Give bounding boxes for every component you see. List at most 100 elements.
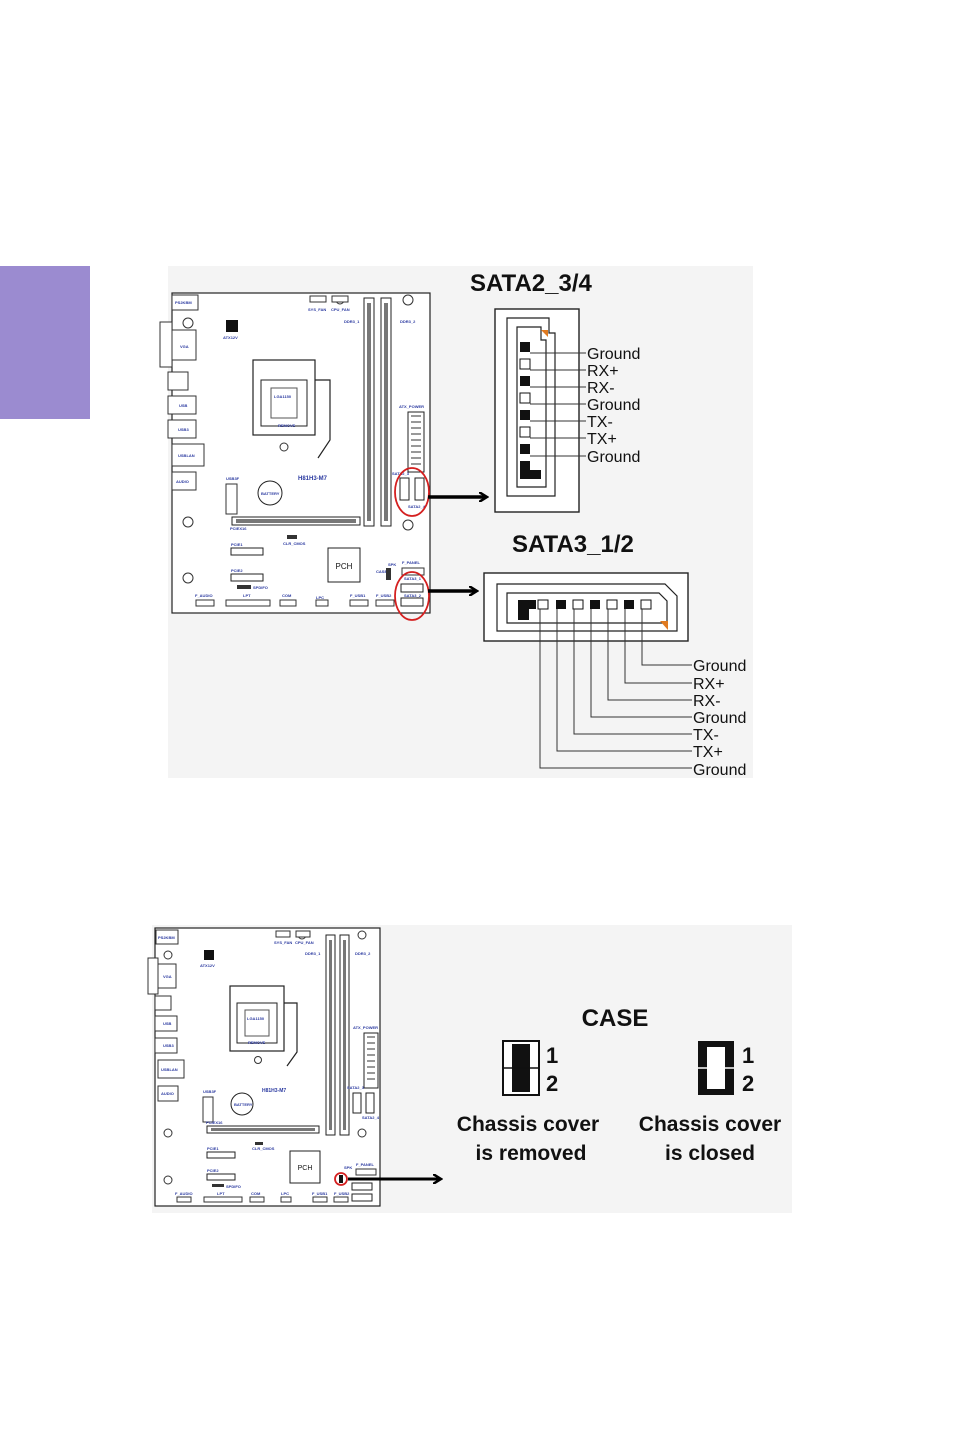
label-lga: LGA1150 (274, 394, 292, 399)
label-com-2: COM (251, 1191, 261, 1196)
sata3-pin-3: RX- (693, 693, 721, 710)
side-tab (0, 266, 90, 419)
label-usb3f-2: USB3F (203, 1089, 217, 1094)
label-pcie1-2: PCIE1 (207, 1146, 219, 1151)
sata2-pin-3: RX- (587, 380, 615, 397)
label-sys-fan-2: SYS_FAN (274, 940, 292, 945)
label-pcie2: PCIE2 (231, 568, 243, 573)
label-sata2-4: SATA2_4 (408, 504, 426, 509)
sata3-pin-6: TX+ (693, 744, 723, 761)
label-lpc: LPC (316, 595, 324, 600)
label-spdifo-2: SPDIFO (226, 1184, 241, 1189)
label-f-panel: F_PANEL (402, 560, 420, 565)
closed-caption-line1: Chassis cover (639, 1113, 781, 1136)
sata3-leaders (539, 609, 692, 769)
sata2-highlight (394, 467, 430, 517)
label-audio-2: AUDIO (161, 1091, 174, 1096)
closed-pin-1: 1 (742, 1043, 754, 1068)
sata3-pin-4: Ground (693, 710, 746, 727)
sata2-pin-7: Ground (587, 449, 640, 466)
sata2-pin-4: Ground (587, 397, 640, 414)
label-usb3-2: USB3 (163, 1043, 174, 1048)
jumper-closed (698, 1041, 734, 1095)
label-pciex16-2: PCIEX16 (206, 1120, 223, 1125)
label-f-usb2: F_USB2 (376, 593, 392, 598)
label-vga-2: VGA (163, 974, 172, 979)
label-lpt: LPT (243, 593, 251, 598)
label-usb3f: USB3F (226, 476, 240, 481)
label-cpu-fan-2: CPU_FAN (295, 940, 314, 945)
sata2-pin-1: Ground (587, 346, 640, 363)
label-atx-power-2: ATX_POWER (353, 1025, 378, 1030)
sata3-highlight (394, 571, 430, 621)
label-battery-2: BATTERY (234, 1102, 253, 1107)
closed-pin-2: 2 (742, 1071, 754, 1096)
label-sata3-2: SATA3_2 (404, 593, 422, 598)
label-ddr3-2-2: DDR3_2 (355, 951, 371, 956)
label-f-audio: F_AUDIO (195, 593, 213, 598)
label-clr-cmos-2: CLR_CMOS (252, 1146, 275, 1151)
label-pcie1: PCIE1 (231, 542, 243, 547)
label-usblan: USBLAN (178, 453, 195, 458)
case-highlight (334, 1172, 348, 1186)
label-lpc-2: LPC (281, 1191, 289, 1196)
label-battery: BATTERY (261, 491, 280, 496)
label-ps2kbm: PS2KBM (175, 300, 192, 305)
label-remove: REMOVE (278, 423, 296, 428)
label-f-usb2-2: F_USB2 (334, 1191, 350, 1196)
sata2-pin-5: TX- (587, 414, 613, 431)
label-f-panel-2: F_PANEL (356, 1162, 374, 1167)
label-lga-2: LGA1150 (247, 1016, 265, 1021)
sata2-title: SATA2_3/4 (470, 270, 592, 297)
label-pch-2: PCH (298, 1165, 313, 1172)
motherboard-bottom: PS2KBM SYS_FAN CPU_FAN ATX12V VGA USB US… (147, 927, 381, 1207)
label-ddr3-2: DDR3_2 (400, 319, 416, 324)
case-jumper-mini (339, 1175, 343, 1183)
label-vga: VGA (180, 344, 189, 349)
label-ddr3-1: DDR3_1 (344, 319, 360, 324)
case-title: CASE (582, 1005, 649, 1032)
label-sata2-4-2: SATA2_4 (362, 1115, 380, 1120)
label-ps2kbm-2: PS2KBM (158, 935, 175, 940)
sata3-pin-5: TX- (693, 727, 719, 744)
label-case: CASE (376, 569, 387, 574)
removed-pin-1: 1 (546, 1043, 558, 1068)
label-lpt-2: LPT (217, 1191, 225, 1196)
sata3-title: SATA3_1/2 (512, 531, 634, 558)
sata3-connector (483, 572, 689, 642)
label-f-usb1-2: F_USB1 (312, 1191, 328, 1196)
label-f-audio-2: F_AUDIO (175, 1191, 193, 1196)
sata2-pin-2: RX+ (587, 363, 619, 380)
jumper-removed (502, 1040, 540, 1096)
sata2-leaders (530, 352, 586, 457)
label-sata2-3-2: SATA2_3 (347, 1085, 365, 1090)
label-spk: SPK (388, 562, 396, 567)
label-pch: PCH (336, 562, 353, 571)
label-cpu-fan: CPU_FAN (331, 307, 350, 312)
label-usb3: USB3 (178, 427, 189, 432)
label-atx12v-2: ATX12V (200, 963, 215, 968)
label-usblan-2: USBLAN (161, 1067, 178, 1072)
label-model: H81H3-M7 (298, 476, 328, 482)
closed-caption-line2: is closed (665, 1142, 755, 1165)
label-clr-cmos: CLR_CMOS (283, 541, 306, 546)
label-sata3-1: SATA3_1 (404, 576, 422, 581)
sata3-pin-1: Ground (693, 658, 746, 675)
label-usb: USB (179, 403, 188, 408)
label-spdifo: SPDIFO (253, 585, 268, 590)
removed-pin-2: 2 (546, 1071, 558, 1096)
label-com: COM (282, 593, 292, 598)
label-f-usb1: F_USB1 (350, 593, 366, 598)
label-spk-2: SPK (344, 1165, 352, 1170)
label-atx12v: ATX12V (223, 335, 238, 340)
label-ddr3-1-2: DDR3_1 (305, 951, 321, 956)
label-usb-2: USB (163, 1021, 172, 1026)
label-remove-2: REMOVE (248, 1040, 266, 1045)
removed-caption-line1: Chassis cover (457, 1113, 599, 1136)
label-atx-power: ATX_POWER (399, 404, 424, 409)
label-sys-fan: SYS_FAN (308, 307, 326, 312)
label-audio: AUDIO (176, 479, 189, 484)
removed-caption-line2: is removed (476, 1142, 587, 1165)
sata2-pin-6: TX+ (587, 431, 617, 448)
